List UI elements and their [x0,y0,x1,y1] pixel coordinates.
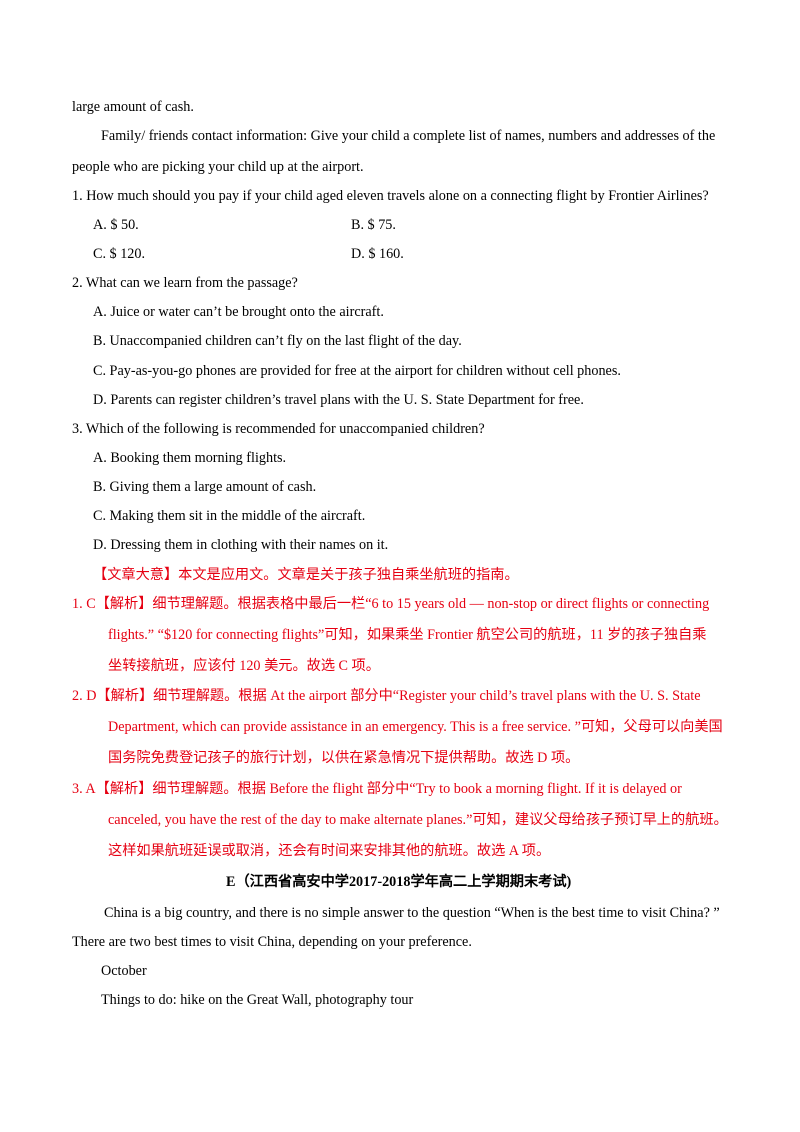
passage-text: There are two best times to visit China,… [72,934,472,950]
answer-explanation: 1. C【解析】细节理解题。根据表格中最后一栏“6 to 15 years ol… [72,596,710,612]
answer-option: D. Dressing them in clothing with their … [93,537,389,553]
question-stem: 1. How much should you pay if your child… [72,188,709,204]
answer-option: D. Parents can register children’s trave… [93,392,584,408]
answer-option: B. $ 75. [351,217,396,233]
answer-explanation: Department, which can provide assistance… [108,719,723,735]
answer-option: A. $ 50. [93,217,139,233]
answer-explanation: flights.” “$120 for connecting flights”可… [108,627,707,643]
passage-text: Family/ friends contact information: Giv… [101,128,716,144]
answer-option: C. Pay-as-you-go phones are provided for… [93,363,621,379]
answer-option: A. Booking them morning flights. [93,450,287,466]
answer-option: C. $ 120. [93,246,146,262]
passage-text: October [101,963,147,979]
answer-explanation: 这样如果航班延误或取消，还会有时间来安排其他的航班。故选 A 项。 [108,843,551,859]
answer-option: B. Giving them a large amount of cash. [93,479,317,495]
answer-explanation: 国务院免费登记孩子的旅行计划，以供在紧急情况下提供帮助。故选 D 项。 [108,750,580,766]
passage-text: Things to do: hike on the Great Wall, ph… [101,992,414,1008]
answer-option: C. Making them sit in the middle of the … [93,508,366,524]
answer-summary: 【文章大意】本文是应用文。文章是关于孩子独自乘坐航班的指南。 [93,567,519,583]
answer-option: A. Juice or water can’t be brought onto … [93,304,384,320]
question-stem: 3. Which of the following is recommended… [72,421,485,437]
answer-explanation: 3. A【解析】细节理解题。根据 Before the flight 部分中“T… [72,781,682,797]
answer-explanation: canceled, you have the rest of the day t… [108,812,728,828]
section-heading: E（江西省高安中学2017-2018学年高二上学期期末考试) [226,874,572,890]
question-stem: 2. What can we learn from the passage? [72,275,298,291]
answer-option: D. $ 160. [351,246,404,262]
answer-explanation: 坐转接航班，应该付 120 美元。故选 C 项。 [108,658,380,674]
passage-text: large amount of cash. [72,99,194,115]
passage-text: people who are picking your child up at … [72,159,364,175]
answer-explanation: 2. D【解析】细节理解题。根据 At the airport 部分中“Regi… [72,688,701,704]
passage-text: China is a big country, and there is no … [104,905,720,921]
answer-option: B. Unaccompanied children can’t fly on t… [93,333,462,349]
